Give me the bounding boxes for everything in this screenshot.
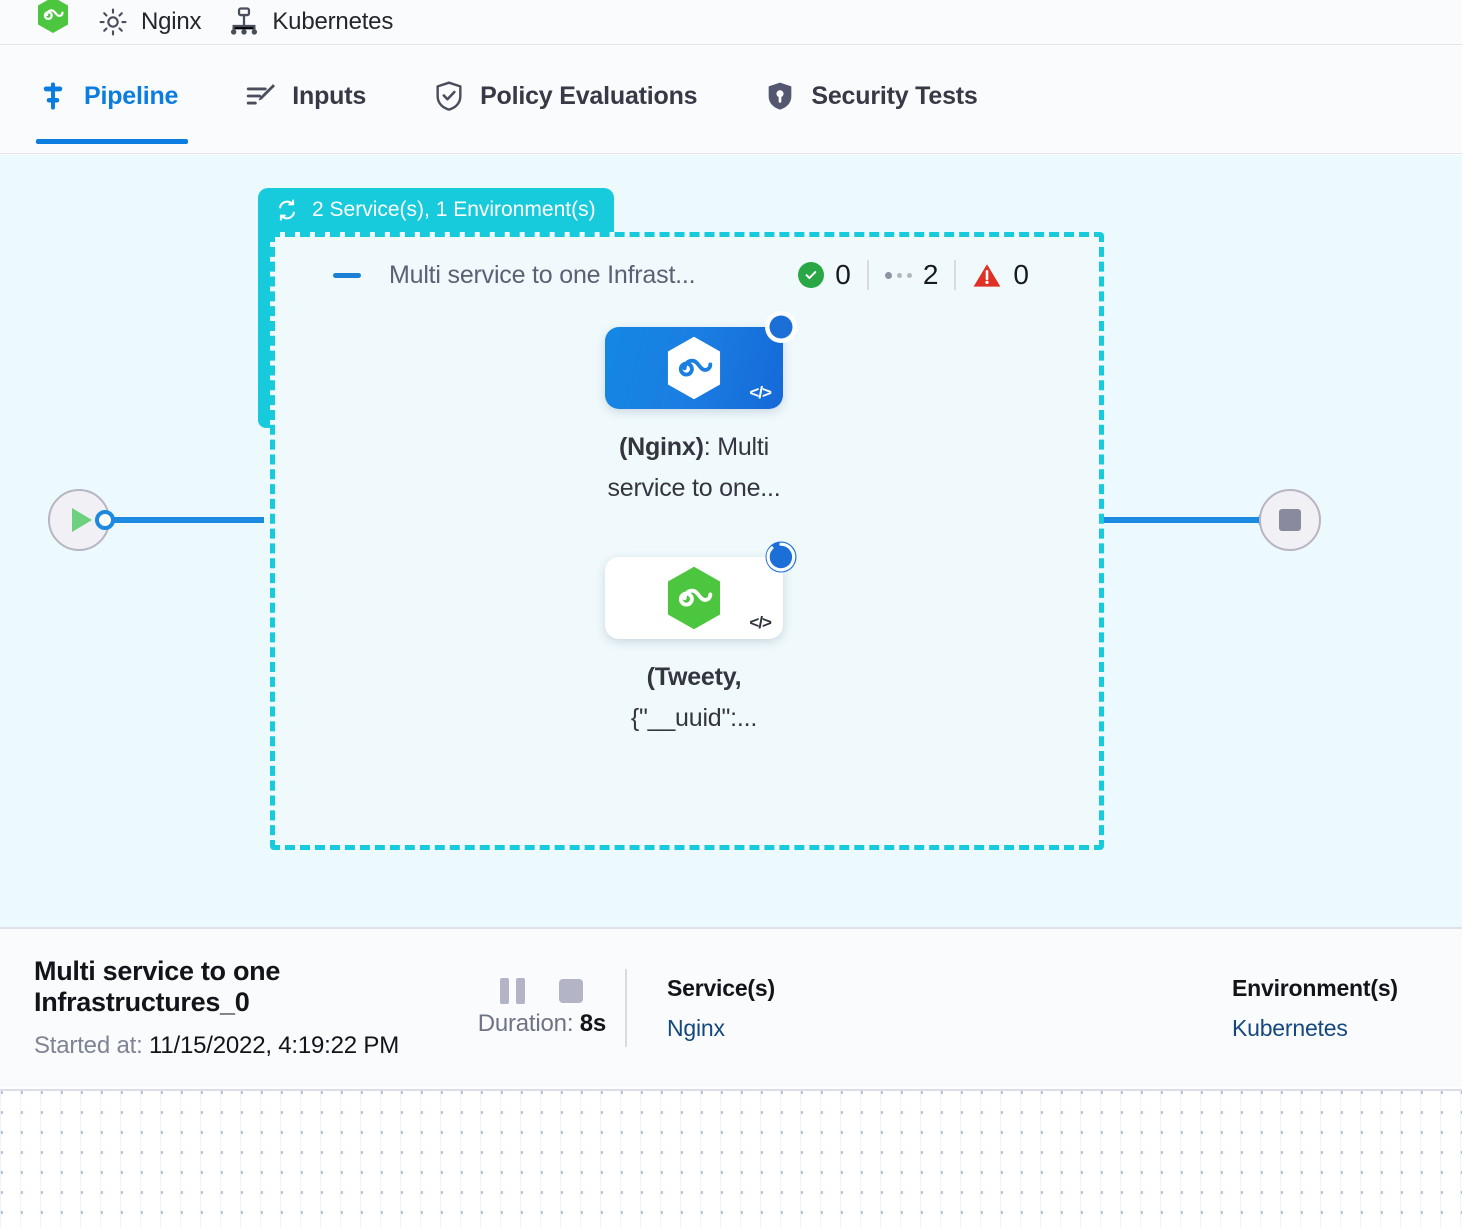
connector-group-to-end	[1100, 517, 1270, 523]
loading-spinner-icon	[765, 311, 797, 343]
group-stats: 0 2 0	[798, 253, 1045, 297]
pipeline-canvas[interactable]: 2 Service(s), 1 Environment(s) Multi ser…	[0, 155, 1462, 927]
execution-info-panel: Multi service to one Infrastructures_0 S…	[0, 927, 1462, 1087]
page-title: Multi service to one Infrastructures_0	[34, 956, 281, 1017]
duration-label: Duration:	[477, 1010, 574, 1037]
stats-divider-2	[954, 260, 957, 290]
node-tweety-label: (Tweety, {"__uuid":...	[584, 657, 804, 740]
loop-icon	[279, 199, 295, 221]
gear-icon	[99, 8, 127, 36]
grid-canvas-background[interactable]	[0, 1089, 1462, 1228]
environments-column: Environment(s) Kubernetes	[1232, 975, 1462, 1042]
dots-icon	[884, 271, 912, 279]
pause-icon[interactable]	[500, 978, 526, 1004]
group-title: Multi service to one Infrast...	[389, 260, 696, 289]
services-value[interactable]: Nginx	[666, 1014, 725, 1041]
shield-lock-icon	[769, 82, 792, 110]
breadcrumb-label-kubernetes: Kubernetes	[272, 8, 394, 35]
node-nginx-label-bold: (Nginx)	[619, 433, 704, 461]
breadcrumb-item-kubernetes[interactable]: Kubernetes	[227, 5, 393, 39]
control-buttons	[500, 978, 584, 1004]
shield-check-icon	[436, 81, 462, 111]
started-at-value: 11/15/2022, 4:19:22 PM	[149, 1032, 400, 1059]
stat-failed: 0	[956, 259, 1045, 291]
group-badge-label: 2 Service(s), 1 Environment(s)	[312, 198, 596, 221]
tab-label-inputs: Inputs	[292, 81, 367, 110]
group-badge[interactable]: 2 Service(s), 1 Environment(s)	[258, 188, 614, 232]
stat-success: 0	[798, 259, 867, 291]
group-header[interactable]: Multi service to one Infrast...	[333, 253, 1075, 297]
tab-label-policy-evaluations: Policy Evaluations	[480, 81, 698, 110]
node-nginx[interactable]: </> (Nginx): Multi service to one...	[605, 311, 804, 510]
node-nginx-label: (Nginx): Multi service to one...	[584, 427, 804, 510]
breadcrumb: Nginx Kubernetes	[0, 0, 1462, 45]
environments-value[interactable]: Kubernetes	[1231, 1014, 1348, 1041]
stop-icon[interactable]	[559, 979, 584, 1003]
hexagon-infinity-logo-white	[667, 336, 721, 400]
node-tweety[interactable]: </> (Tweety, {"__uuid":...	[605, 541, 804, 740]
check-circle-icon	[798, 262, 825, 288]
stat-failed-count: 0	[1013, 259, 1029, 290]
tab-policy-evaluations[interactable]: Policy Evaluations	[432, 46, 721, 146]
node-nginx-card[interactable]: </>	[605, 311, 797, 409]
services-header: Service(s)	[666, 974, 775, 1001]
breadcrumb-item-nginx[interactable]: Nginx	[96, 5, 202, 39]
stat-running-count: 2	[922, 259, 939, 290]
node-nginx-label-rest: : Multi service to one...	[607, 433, 781, 503]
started-at: Started at: 11/15/2022, 4:19:22 PM	[34, 1032, 458, 1060]
stat-running: 2	[869, 259, 955, 291]
connector-start-to-group	[112, 517, 264, 523]
inputs-icon	[247, 84, 276, 105]
node-tweety-label-rest: {"__uuid":...	[630, 704, 758, 733]
node-tweety-label-bold: (Tweety,	[646, 663, 742, 691]
started-at-label: Started at:	[34, 1032, 143, 1059]
services-column: Service(s) Nginx	[667, 975, 897, 1042]
loading-spinner-icon	[765, 541, 797, 573]
stat-success-count: 0	[835, 259, 851, 290]
breadcrumb-logo[interactable]	[36, 0, 70, 34]
info-divider	[625, 969, 627, 1047]
hexagon-infinity-logo-green	[667, 566, 721, 630]
duration-value: 8s	[579, 1010, 607, 1037]
minus-icon[interactable]	[333, 272, 361, 278]
tab-label-pipeline: Pipeline	[84, 81, 179, 110]
breadcrumb-label-nginx: Nginx	[141, 8, 202, 35]
environments-header: Environment(s)	[1231, 974, 1398, 1001]
hexagon-infinity-logo	[38, 0, 68, 33]
tab-inputs[interactable]: Inputs	[244, 46, 390, 146]
execution-controls: Duration: 8s	[458, 978, 625, 1038]
duration: Duration: 8s	[477, 1010, 607, 1038]
pipeline-icon	[43, 82, 63, 110]
tab-security-tests[interactable]: Security Tests	[763, 46, 1001, 146]
code-brackets-icon: </>	[749, 613, 772, 632]
end-node[interactable]	[1259, 489, 1321, 551]
play-icon	[72, 508, 92, 532]
group-container[interactable]: Multi service to one Infrast... 0 2	[270, 232, 1104, 850]
node-tweety-card[interactable]: </>	[605, 541, 797, 639]
stop-icon	[1279, 509, 1301, 531]
execution-summary: Multi service to one Infrastructures_0 S…	[0, 956, 458, 1060]
tab-label-security-tests: Security Tests	[811, 81, 978, 110]
stats-divider-1	[866, 260, 869, 290]
infrastructure-icon	[231, 7, 258, 35]
tab-pipeline[interactable]: Pipeline	[36, 46, 202, 146]
code-brackets-icon: </>	[749, 383, 772, 402]
tab-bar: Pipeline Inputs Policy Evaluations Secur…	[0, 46, 1462, 154]
warning-triangle-icon	[974, 263, 1001, 287]
